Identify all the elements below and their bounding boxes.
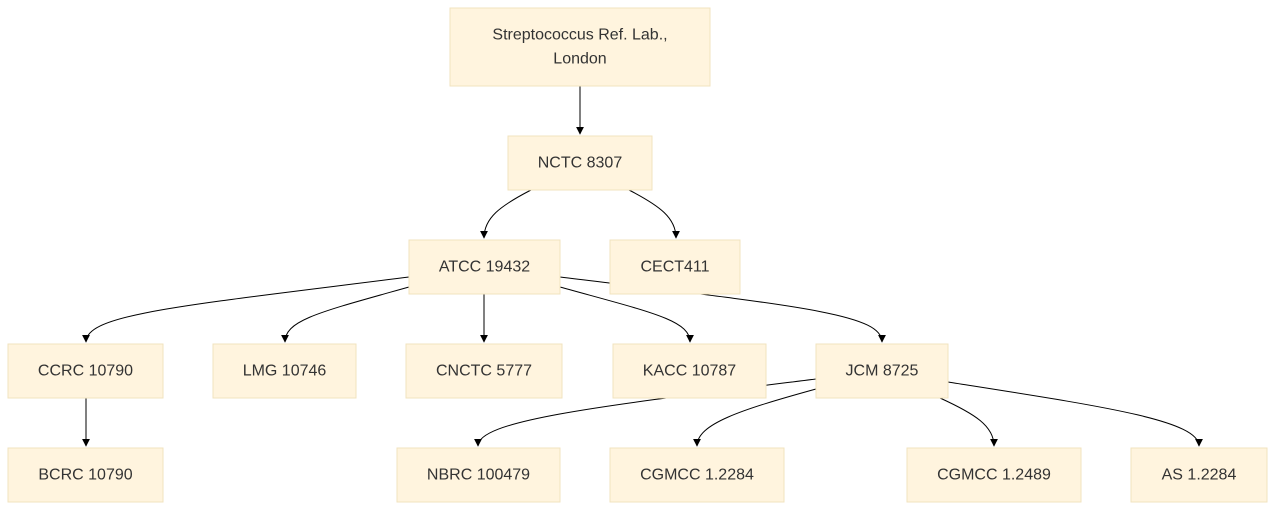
node-label: Streptococcus Ref. Lab., [492,27,667,44]
node-label: NBRC 100479 [427,467,530,484]
edge-nctc-atcc [480,189,532,239]
edge-jcm-cgmcc2 [939,397,998,447]
node-box [815,343,949,399]
node-label: CGMCC 1.2489 [937,467,1051,484]
node-cect: CECT411 [609,239,741,295]
node-label: ATCC 19432 [439,259,530,276]
node-atcc: ATCC 19432 [408,239,561,295]
edge-jcm-as [947,381,1203,447]
node-label: JCM 8725 [846,363,919,380]
node-label: NCTC 8307 [538,155,623,172]
node-label: KACC 10787 [643,363,736,380]
node-cnctc: CNCTC 5777 [405,343,563,399]
node-label: CGMCC 1.2284 [640,467,754,484]
node-box [609,447,785,503]
node-ccrc: CCRC 10790 [7,343,164,399]
node-jcm: JCM 8725 [815,343,949,399]
node-nctc: NCTC 8307 [507,135,653,191]
node-nbrc: NBRC 100479 [396,447,561,503]
edge-nctc-cect [628,189,680,239]
node-box [1130,447,1268,503]
node-label: AS 1.2284 [1162,467,1237,484]
edge-atcc-kacc [559,286,694,343]
node-cgmcc2: CGMCC 1.2489 [906,447,1082,503]
edges-layer [82,86,1203,447]
node-box [408,239,561,295]
node-srl: Streptococcus Ref. Lab., London [449,7,711,87]
node-box [405,343,563,399]
edge-jcm-cgmcc1 [693,388,817,447]
node-box [609,239,741,295]
node-box [396,447,561,503]
node-box [449,7,711,87]
node-box [212,343,357,399]
edge-atcc-ccrc [82,276,410,343]
node-label: CNCTC 5777 [436,363,532,380]
node-kacc: KACC 10787 [612,343,767,399]
node-cgmcc1: CGMCC 1.2284 [609,447,785,503]
node-label: BCRC 10790 [38,467,132,484]
node-box [906,447,1082,503]
node-label: CECT411 [640,259,709,276]
node-lmg: LMG 10746 [212,343,357,399]
edge-atcc-lmg [281,286,410,343]
node-box [507,135,653,191]
node-as: AS 1.2284 [1130,447,1268,503]
node-box [7,447,164,503]
node-bcrc: BCRC 10790 [7,447,164,503]
node-label: LMG 10746 [243,363,327,380]
node-label: CCRC 10790 [38,363,133,380]
node-box [7,343,164,399]
node-box [612,343,767,399]
node-label: London [553,51,606,68]
